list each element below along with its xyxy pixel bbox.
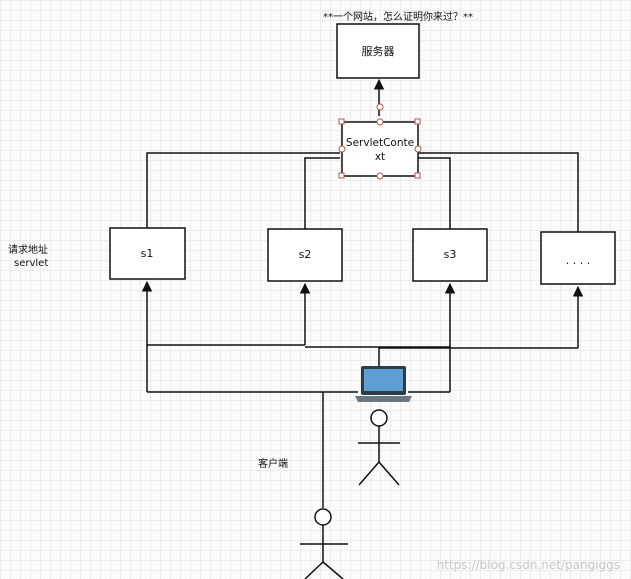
resize-handle-w[interactable] [338, 145, 346, 153]
user-actor-icon [358, 409, 400, 486]
context-bus [146, 152, 579, 232]
watermark-text: https://blog.csdn.net/pangiggs [437, 558, 620, 572]
request-address-label: 请求地址 [8, 243, 48, 256]
servlet-label-s3: s3 [444, 248, 457, 261]
laptop-icon [355, 366, 412, 402]
servlet-node-s1[interactable]: s1 [109, 227, 186, 280]
rotate-handle[interactable] [376, 103, 384, 111]
servlet-context-node[interactable]: ServletConte xt [338, 103, 422, 180]
servlet-context-label-line1: ServletConte [346, 137, 414, 149]
diagram-title: **一个网站，怎么证明你来过？** [323, 10, 473, 23]
server-node[interactable]: 服务器 [336, 23, 420, 79]
resize-handle-ne[interactable] [414, 118, 421, 125]
request-servlet-label: servlet [14, 258, 48, 269]
resize-handle-e[interactable] [414, 145, 422, 153]
servlet-label-s2: s2 [299, 248, 312, 261]
servlet-label-more: . . . . [566, 254, 590, 267]
resize-handle-nw[interactable] [338, 118, 345, 125]
resize-handle-se[interactable] [414, 172, 421, 179]
resize-handle-s[interactable] [376, 172, 384, 180]
request-lines [141, 280, 584, 508]
resize-handle-sw[interactable] [338, 172, 345, 179]
server-label: 服务器 [362, 45, 395, 58]
selection-handles[interactable] [338, 103, 422, 180]
servlet-node-s2[interactable]: s2 [267, 228, 343, 282]
client-label: 客户端 [258, 457, 288, 470]
servlet-context-label-line2: xt [375, 151, 385, 163]
resize-handle-n[interactable] [376, 118, 384, 126]
servlet-label-s1: s1 [141, 247, 154, 260]
client-actor-icon [300, 508, 348, 579]
servlet-node-s3[interactable]: s3 [412, 228, 488, 282]
servlet-node-more[interactable]: . . . . [540, 231, 616, 285]
